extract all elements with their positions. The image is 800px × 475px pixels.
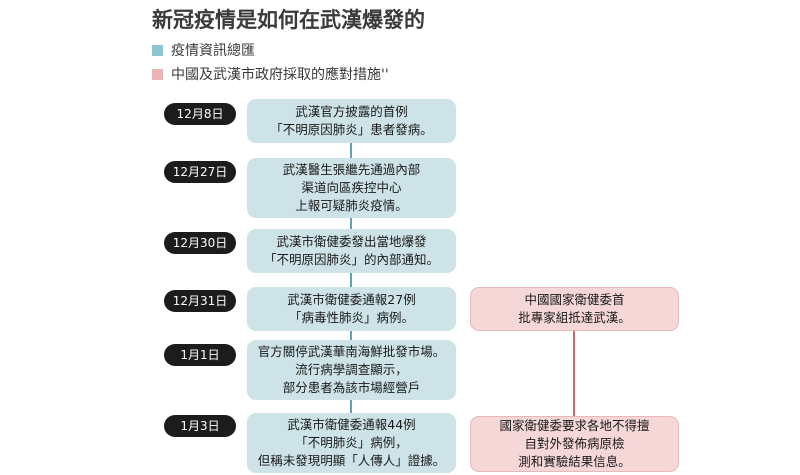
event-box: 武漢市衛健委發出當地爆發 「不明原因肺炎」的內部通知。: [247, 229, 456, 273]
legend-swatch-blue: [152, 44, 163, 56]
date-pill: 1月3日: [164, 415, 236, 437]
event-text: 武漢市衛健委發出當地爆發 「不明原因肺炎」的內部通知。: [263, 234, 439, 267]
event-text: 官方關停武漢華南海鮮批發市場。 流行病學調查顯示， 部分患者為該市場經營戶: [257, 344, 446, 395]
legend-label-response: 中國及武漢市政府採取的應對措施'': [171, 67, 389, 83]
event-box: 武漢市衛健委通報44例 「不明肺炎」病例， 但稱未發現明顯「人傳人」證據。: [247, 413, 456, 473]
date-pill: 12月27日: [164, 161, 236, 183]
event-text: 武漢官方披露的首例 「不明原因肺炎」患者發病。: [270, 104, 433, 137]
event-text: 武漢醫生張繼先通過內部 渠道向區疾控中心 上報可疑肺炎疫情。: [282, 162, 421, 213]
event-box: 武漢官方披露的首例 「不明原因肺炎」患者發病。: [247, 99, 456, 143]
response-connector: [573, 330, 575, 417]
response-box: 中國國家衛健委首 批專家組抵達武漢。: [470, 287, 679, 331]
event-box: 武漢醫生張繼先通過內部 渠道向區疾控中心 上報可疑肺炎疫情。: [247, 158, 456, 218]
legend-label-info: 疫情資訊總匯: [171, 43, 255, 59]
date-pill: 12月8日: [164, 103, 236, 125]
date-pill: 12月31日: [164, 290, 236, 312]
event-text: 武漢市衛健委通報27例 「病毒性肺炎」病例。: [287, 292, 416, 325]
page-title: 新冠疫情是如何在武漢爆發的: [152, 8, 425, 32]
event-text: 武漢市衛健委通報44例 「不明肺炎」病例， 但稱未發現明顯「人傳人」證據。: [257, 417, 446, 468]
response-text: 國家衛健委要求各地不得擅 自對外發佈病原檢 測和實驗結果信息。: [499, 418, 650, 469]
event-box: 武漢市衛健委通報27例 「病毒性肺炎」病例。: [247, 287, 456, 331]
legend-item-info: 疫情資訊總匯: [152, 40, 255, 60]
legend-swatch-pink: [152, 68, 163, 80]
response-box: 國家衛健委要求各地不得擅 自對外發佈病原檢 測和實驗結果信息。: [470, 416, 679, 472]
event-box: 官方關停武漢華南海鮮批發市場。 流行病學調查顯示， 部分患者為該市場經營戶: [247, 340, 456, 400]
date-pill: 12月30日: [164, 232, 236, 254]
date-pill: 1月1日: [164, 344, 236, 366]
response-text: 中國國家衛健委首 批專家組抵達武漢。: [518, 292, 631, 325]
legend-item-response: 中國及武漢市政府採取的應對措施'': [152, 64, 389, 84]
